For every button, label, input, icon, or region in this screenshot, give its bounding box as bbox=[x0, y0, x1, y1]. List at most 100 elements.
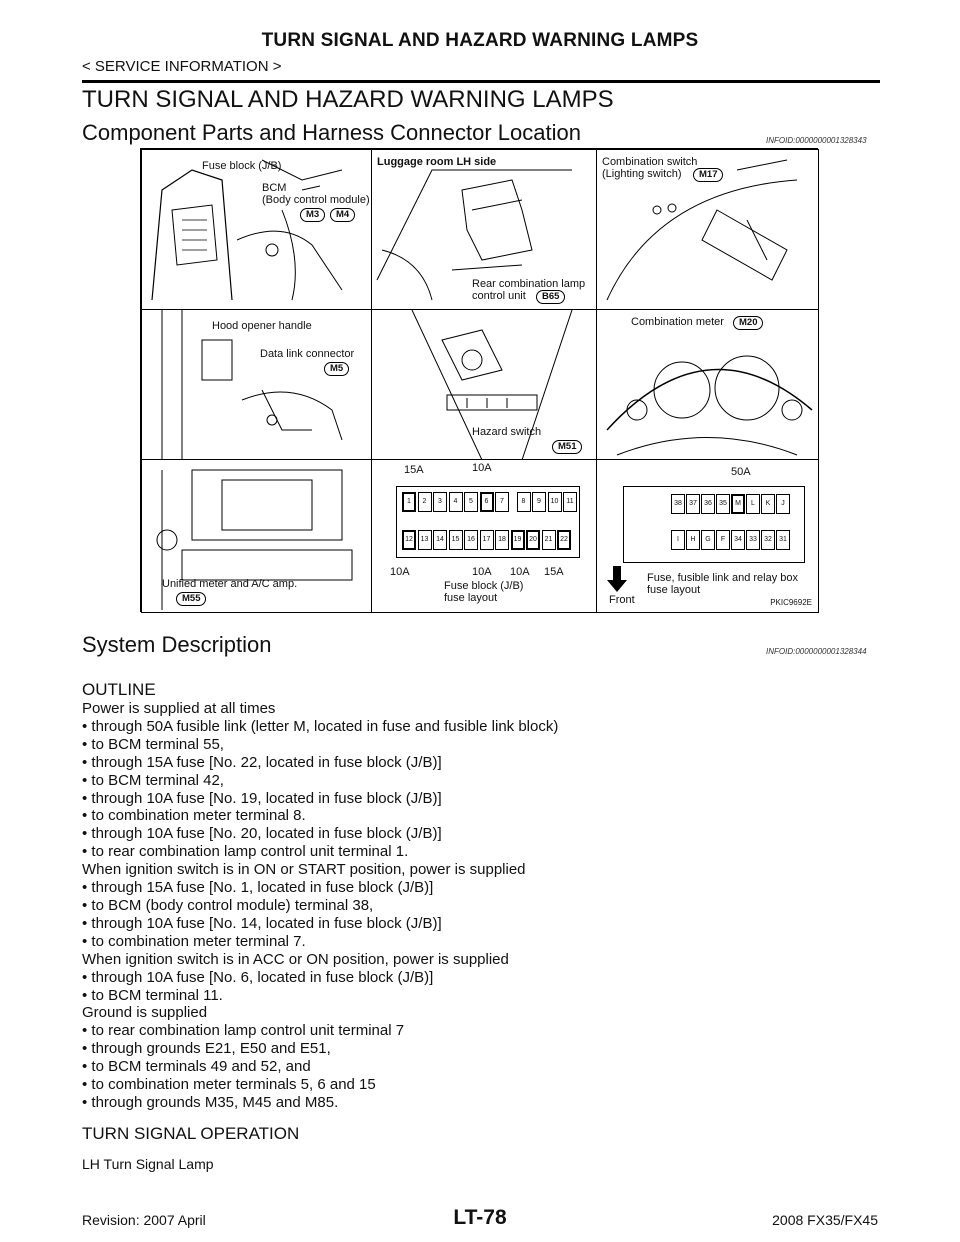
fuse-slot: K bbox=[761, 494, 775, 514]
fuse-slot: 10 bbox=[547, 492, 562, 512]
connector-m51: M51 bbox=[552, 440, 583, 454]
connector-m3: M3 bbox=[300, 208, 326, 222]
fuse-slot: M bbox=[731, 494, 745, 514]
label-rear-combo-1: Rear combination lamp bbox=[472, 278, 586, 290]
outline-line: • to BCM terminal 11. bbox=[82, 986, 223, 1004]
outline-heading: OUTLINE bbox=[82, 680, 156, 699]
panel-combo-switch: Combination switch (Lighting switch) M17 bbox=[596, 149, 819, 311]
outline-line: When ignition switch is in ACC or ON pos… bbox=[82, 950, 509, 968]
fuse-slot: 14 bbox=[433, 530, 447, 550]
component-location-figure: Fuse block (J/B) BCM (Body control modul… bbox=[140, 148, 819, 613]
fuse-slot: G bbox=[701, 530, 715, 550]
fuse-slot: 22 bbox=[557, 530, 571, 550]
rear-combo-illustration bbox=[376, 169, 572, 301]
info-id-system: INFOID:0000000001328344 bbox=[766, 647, 867, 656]
fuse-slot: F bbox=[716, 530, 730, 550]
fuse-slot: 5 bbox=[464, 492, 478, 512]
fuse-slot: 15 bbox=[448, 530, 463, 550]
panel-combo-meter: Combination meter M20 bbox=[596, 309, 819, 461]
outline-line: • through 10A fuse [No. 6, located in fu… bbox=[82, 968, 434, 986]
combo-switch-illustration bbox=[606, 159, 798, 301]
unified-meter-illustration bbox=[156, 469, 353, 610]
outline-line: • through 50A fusible link (letter M, lo… bbox=[82, 717, 559, 735]
fuse-slot: 34 bbox=[731, 530, 745, 550]
outline-line: • through 10A fuse [No. 19, located in f… bbox=[82, 789, 442, 807]
fuse-slot: 12 bbox=[402, 530, 416, 550]
fuse-slot: 17 bbox=[479, 530, 494, 550]
fuse-slot: 19 bbox=[510, 530, 525, 550]
fuse-slot: 36 bbox=[701, 494, 715, 514]
outline-line: • to BCM (body control module) terminal … bbox=[82, 896, 374, 914]
outline-line: • to rear combination lamp control unit … bbox=[82, 1022, 405, 1040]
section-title-system: System Description bbox=[82, 632, 272, 657]
panel-data-link: Hood opener handle Data link connector M… bbox=[141, 309, 373, 461]
label-fuse-10a-left: 10A bbox=[390, 566, 410, 578]
data-link-illustration bbox=[161, 310, 343, 460]
panel-unified-meter: Unified meter and A/C amp. M55 bbox=[141, 459, 373, 613]
fuse-slot: 2 bbox=[417, 492, 432, 512]
footer-page-number: LT-78 bbox=[453, 1206, 507, 1229]
panel-bcm: Fuse block (J/B) BCM (Body control modul… bbox=[141, 149, 373, 311]
turn-signal-heading: TURN SIGNAL OPERATION bbox=[82, 1124, 300, 1143]
label-fuse-layout-2: fuse layout bbox=[444, 592, 498, 604]
connector-m17: M17 bbox=[693, 168, 724, 182]
label-rear-combo-2: control unit bbox=[472, 290, 526, 302]
fuse-slot: 18 bbox=[495, 530, 509, 550]
fuse-slot: 6 bbox=[479, 492, 494, 512]
fuse-slot: H bbox=[686, 530, 700, 550]
figure-id: PKIC9692E bbox=[770, 598, 812, 607]
panel-rear-combo: Luggage room LH side Rear combination la… bbox=[371, 149, 598, 311]
panel-hazard-switch: Hazard switch M51 bbox=[371, 309, 598, 461]
connector-b65: B65 bbox=[536, 290, 566, 304]
fuse-slot: 4 bbox=[448, 492, 463, 512]
outline-line: • through grounds M35, M45 and M85. bbox=[82, 1093, 339, 1111]
label-combo-meter: Combination meter bbox=[631, 316, 724, 328]
label-relay-box-2: fuse layout bbox=[647, 584, 701, 596]
label-front: Front bbox=[609, 594, 635, 606]
label-fuse-10a-right: 10A bbox=[510, 566, 530, 578]
label-hazard-switch: Hazard switch bbox=[472, 426, 542, 438]
fuse-slot: 35 bbox=[716, 494, 730, 514]
outline-line: • through grounds E21, E50 and E51, bbox=[82, 1040, 331, 1058]
outline-line: • through 15A fuse [No. 1, located in fu… bbox=[82, 879, 434, 897]
outline-line: • to rear combination lamp control unit … bbox=[82, 843, 409, 861]
bcm-illustration bbox=[151, 159, 343, 301]
fuse-slot: L bbox=[746, 494, 760, 514]
fuse-block-outline bbox=[396, 486, 580, 558]
fuse-slot: I bbox=[671, 530, 685, 550]
fuse-slot: 1 bbox=[402, 492, 416, 512]
label-combo-switch-2: (Lighting switch) bbox=[602, 168, 682, 180]
fuse-slot: 7 bbox=[495, 492, 509, 512]
outline-line: • to BCM terminal 42, bbox=[82, 771, 224, 789]
label-fuse-15a-right: 15A bbox=[544, 566, 564, 578]
fuse-slot: 16 bbox=[464, 530, 478, 550]
breadcrumb: < SERVICE INFORMATION > bbox=[82, 58, 282, 75]
outline-line: • to BCM terminal 55, bbox=[82, 735, 224, 753]
footer-model: 2008 FX35/FX45 bbox=[772, 1212, 878, 1228]
connector-m5: M5 bbox=[324, 362, 350, 376]
connector-m4: M4 bbox=[330, 208, 356, 222]
label-fuse-layout-1: Fuse block (J/B) bbox=[444, 580, 524, 592]
label-combo-switch-1: Combination switch bbox=[602, 156, 698, 168]
fuse-slot: 21 bbox=[541, 530, 556, 550]
fuse-slot: 11 bbox=[563, 492, 577, 512]
page-title: TURN SIGNAL AND HAZARD WARNING LAMPS bbox=[82, 86, 614, 113]
outline-line: • to BCM terminals 49 and 52, and bbox=[82, 1058, 311, 1076]
fuse-slot: 8 bbox=[516, 492, 531, 512]
outline-line: Ground is supplied bbox=[82, 1004, 208, 1022]
outline-line: When ignition switch is in ON or START p… bbox=[82, 861, 526, 879]
section-title-components: Component Parts and Harness Connector Lo… bbox=[82, 120, 581, 145]
label-luggage: Luggage room LH side bbox=[377, 156, 497, 168]
footer-revision: Revision: 2007 April bbox=[82, 1212, 206, 1228]
fuse-slot: 32 bbox=[761, 530, 775, 550]
label-bcm: BCM bbox=[262, 182, 287, 194]
label-data-link: Data link connector bbox=[260, 348, 355, 360]
front-arrow-icon bbox=[607, 566, 627, 592]
label-bcm-full: (Body control module) bbox=[262, 194, 370, 206]
label-unified-meter: Unified meter and A/C amp. bbox=[162, 578, 298, 590]
relay-box-outline bbox=[623, 486, 805, 563]
combo-meter-illustration bbox=[606, 355, 813, 456]
fuse-slot: 20 bbox=[526, 530, 540, 550]
